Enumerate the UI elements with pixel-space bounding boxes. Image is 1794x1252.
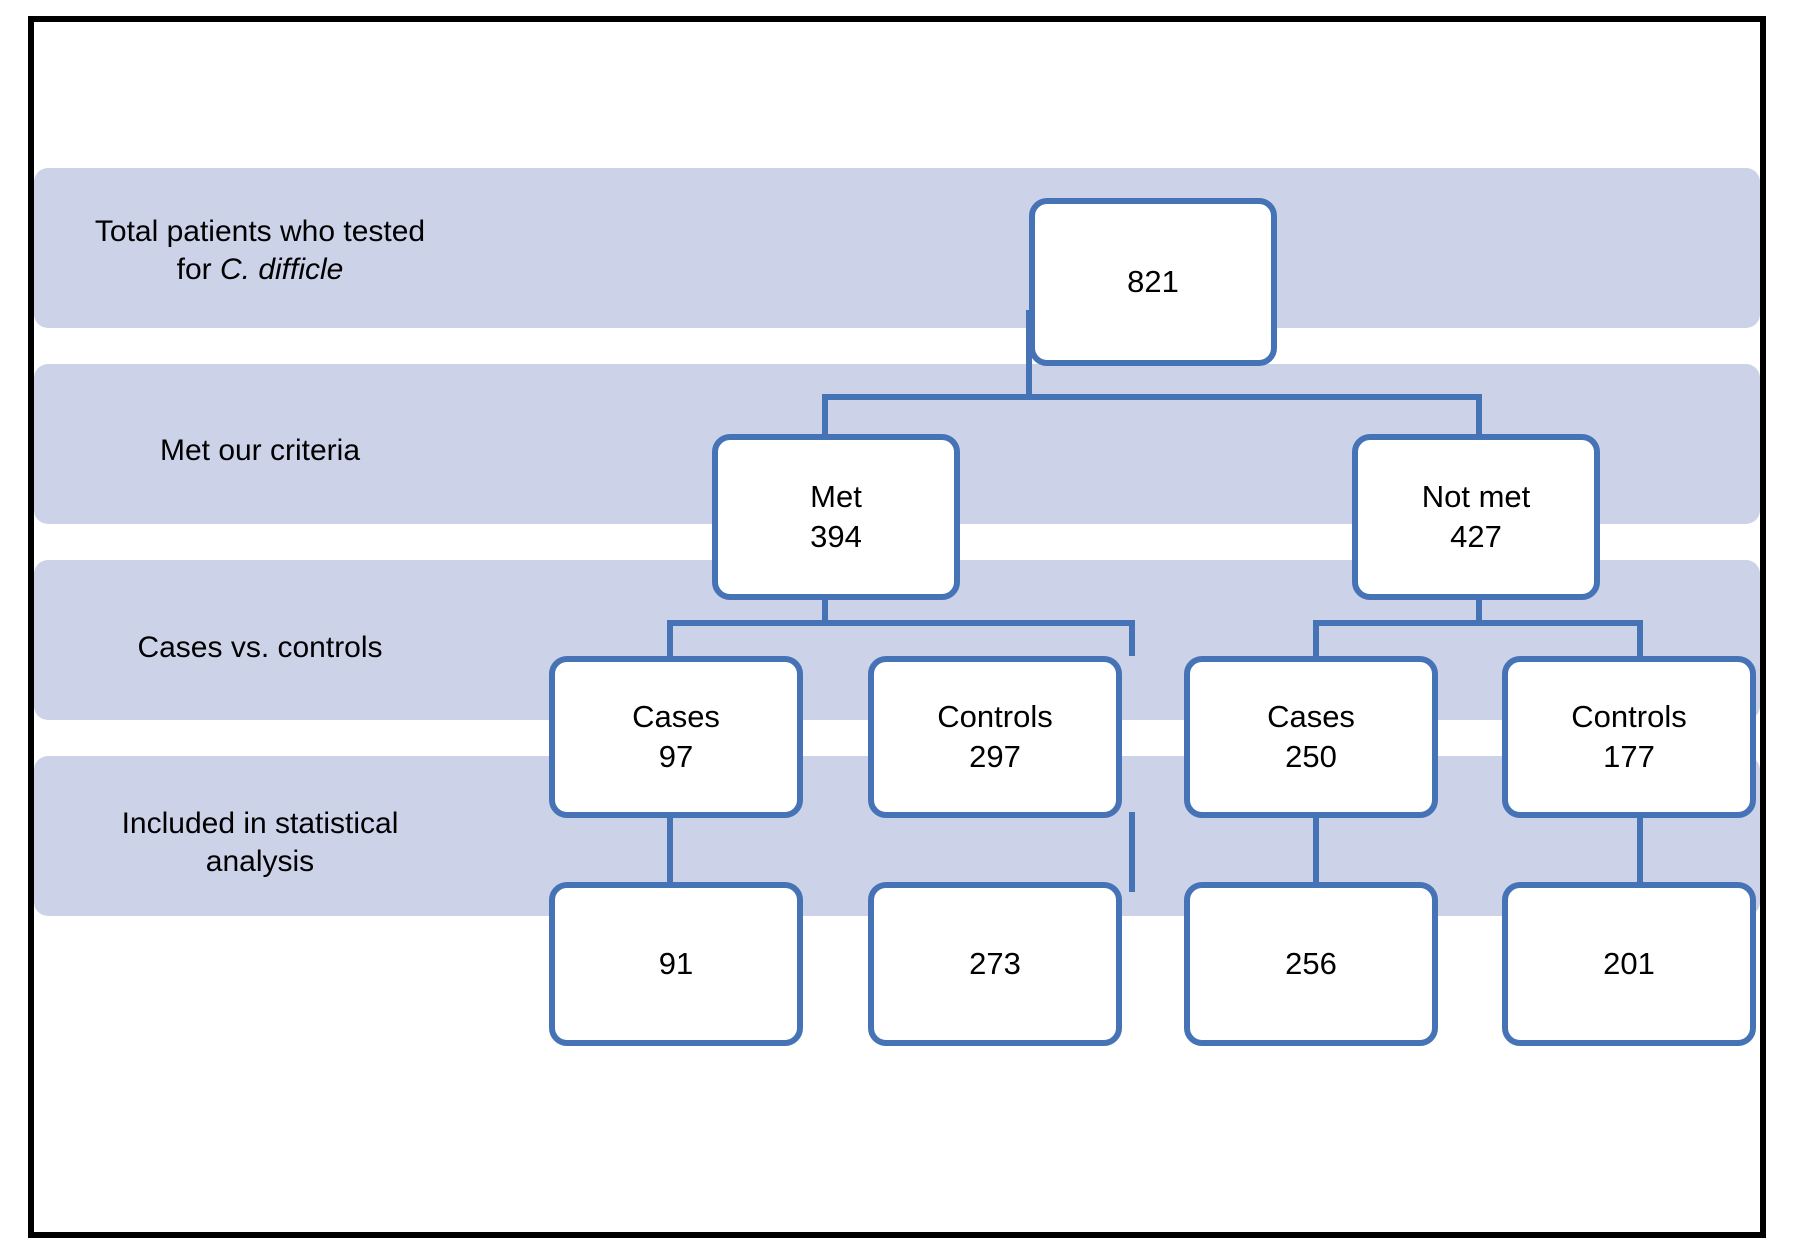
node-met-controls-title: Controls [937, 699, 1053, 735]
connector-total-down [1026, 310, 1032, 400]
node-met-cases-title: Cases [632, 699, 720, 735]
connector-to-met [822, 394, 828, 434]
row-label-cases-controls: Cases vs. controls [137, 631, 383, 664]
connector-to-not-met [1476, 394, 1482, 434]
node-notmet-cases-value: 250 [1285, 739, 1337, 774]
connector-controls-to-final-2 [1129, 812, 1135, 892]
row-label-criteria: Met our criteria [159, 434, 361, 467]
connector-notmet-horizontal [1313, 620, 1643, 626]
node-met-cases[interactable]: Cases 97 [549, 656, 803, 818]
node-notmet-controls-value: 177 [1603, 739, 1655, 774]
connector-met-to-controls [1129, 620, 1135, 656]
node-final-notmet-controls[interactable]: 201 [1502, 882, 1756, 1046]
node-met-controls[interactable]: Controls 297 [868, 656, 1122, 818]
node-final-notmet-controls-value: 201 [1603, 946, 1655, 982]
row-band-total [34, 168, 1760, 328]
node-not-met[interactable]: Not met 427 [1352, 434, 1600, 600]
node-final-notmet-cases[interactable]: 256 [1184, 882, 1438, 1046]
node-notmet-cases-title: Cases [1267, 699, 1355, 735]
node-final-met-controls-value: 273 [969, 946, 1021, 982]
node-met-cases-value: 97 [658, 739, 694, 774]
connector-cases-to-final-3 [1313, 812, 1319, 892]
connector-level1-horizontal [822, 394, 1482, 400]
node-notmet-controls[interactable]: Controls 177 [1502, 656, 1756, 818]
connector-met-horizontal [667, 620, 1135, 626]
node-final-met-controls[interactable]: 273 [868, 882, 1122, 1046]
node-met-title: Met [810, 479, 862, 515]
node-total[interactable]: 821 [1029, 198, 1277, 366]
node-final-met-cases-value: 91 [658, 946, 694, 982]
connector-controls-to-final-4 [1637, 812, 1643, 892]
node-met-controls-value: 297 [969, 739, 1021, 774]
connector-met-to-cases [667, 620, 673, 656]
node-final-met-cases[interactable]: 91 [549, 882, 803, 1046]
connector-cases-to-final-1 [667, 812, 673, 892]
node-total-value: 821 [1127, 264, 1179, 300]
node-met[interactable]: Met 394 [712, 434, 960, 600]
node-notmet-controls-title: Controls [1571, 699, 1687, 735]
node-met-value: 394 [810, 519, 862, 554]
node-final-notmet-cases-value: 256 [1285, 946, 1337, 982]
node-not-met-title: Not met [1421, 479, 1531, 515]
connector-notmet-to-controls [1637, 620, 1643, 656]
node-notmet-cases[interactable]: Cases 250 [1184, 656, 1438, 818]
connector-notmet-to-cases [1313, 620, 1319, 656]
node-not-met-value: 427 [1450, 519, 1502, 554]
